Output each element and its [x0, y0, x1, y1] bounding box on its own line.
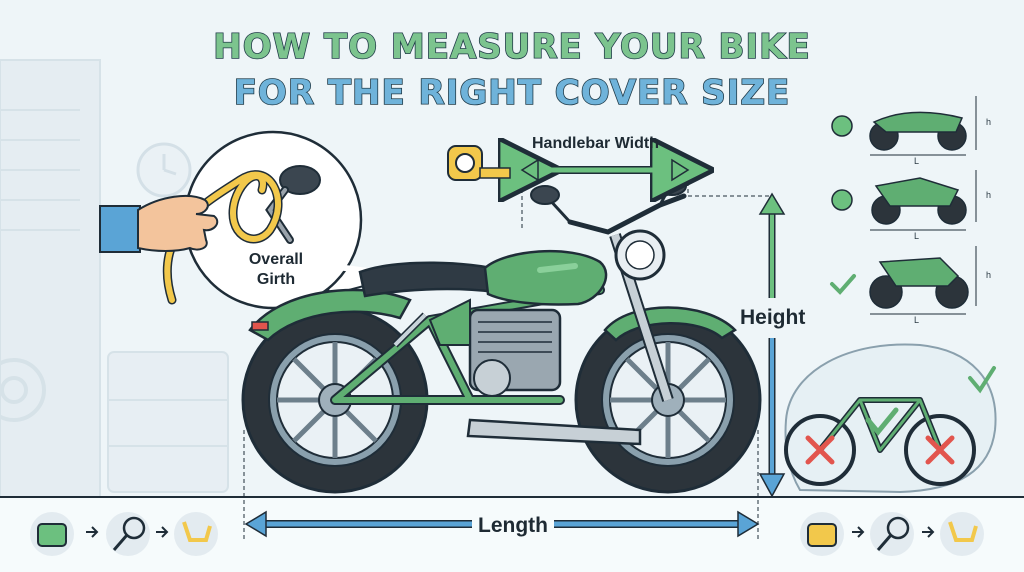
title-line-1: HOW TO MEASURE YOUR BIKE	[212, 27, 811, 67]
thumb-length-mark: L	[914, 315, 920, 325]
thumbnail-dirtbike	[830, 246, 977, 315]
bag-icon	[807, 523, 837, 547]
thumb-height-mark: h	[986, 270, 992, 280]
tape-measure-icon	[447, 145, 511, 181]
handlebar-width-label: Handlebar Width	[532, 135, 659, 152]
bottom-right-icons	[800, 512, 984, 556]
bottom-left-icons	[30, 512, 218, 556]
seat-icon	[182, 521, 212, 542]
bag-icon	[37, 523, 67, 547]
height-label: Height	[740, 306, 806, 329]
seat-icon	[948, 521, 978, 542]
mirror-icon	[122, 516, 146, 540]
thumbnail-cruiser	[831, 96, 977, 156]
engine	[468, 308, 562, 397]
thumb-length-mark: L	[914, 156, 920, 166]
thumbnail-sportbike	[831, 170, 977, 231]
thumb-length-mark: L	[914, 231, 920, 241]
garage-background	[0, 59, 229, 501]
length-label: Length	[472, 514, 554, 538]
hand-icon	[99, 194, 219, 253]
overall-girth-line-2: Girth	[256, 271, 296, 288]
x-mark-icon	[805, 435, 835, 465]
title-line-2: FOR THE RIGHT COVER SIZE	[233, 73, 791, 113]
check-icon	[865, 407, 899, 436]
thumb-height-mark: h	[986, 117, 992, 127]
x-mark-icon	[925, 435, 955, 465]
thumb-height-mark: h	[986, 190, 992, 200]
motorcycle	[241, 176, 762, 494]
height-arrow	[758, 192, 786, 498]
mirror-icon	[886, 516, 910, 540]
check-icon	[968, 366, 996, 394]
covered-bicycle	[784, 343, 997, 494]
overall-girth-label: Overall Girth	[228, 250, 324, 290]
wall-clock-icon	[136, 142, 192, 198]
overall-girth-line-1: Overall	[248, 251, 304, 268]
